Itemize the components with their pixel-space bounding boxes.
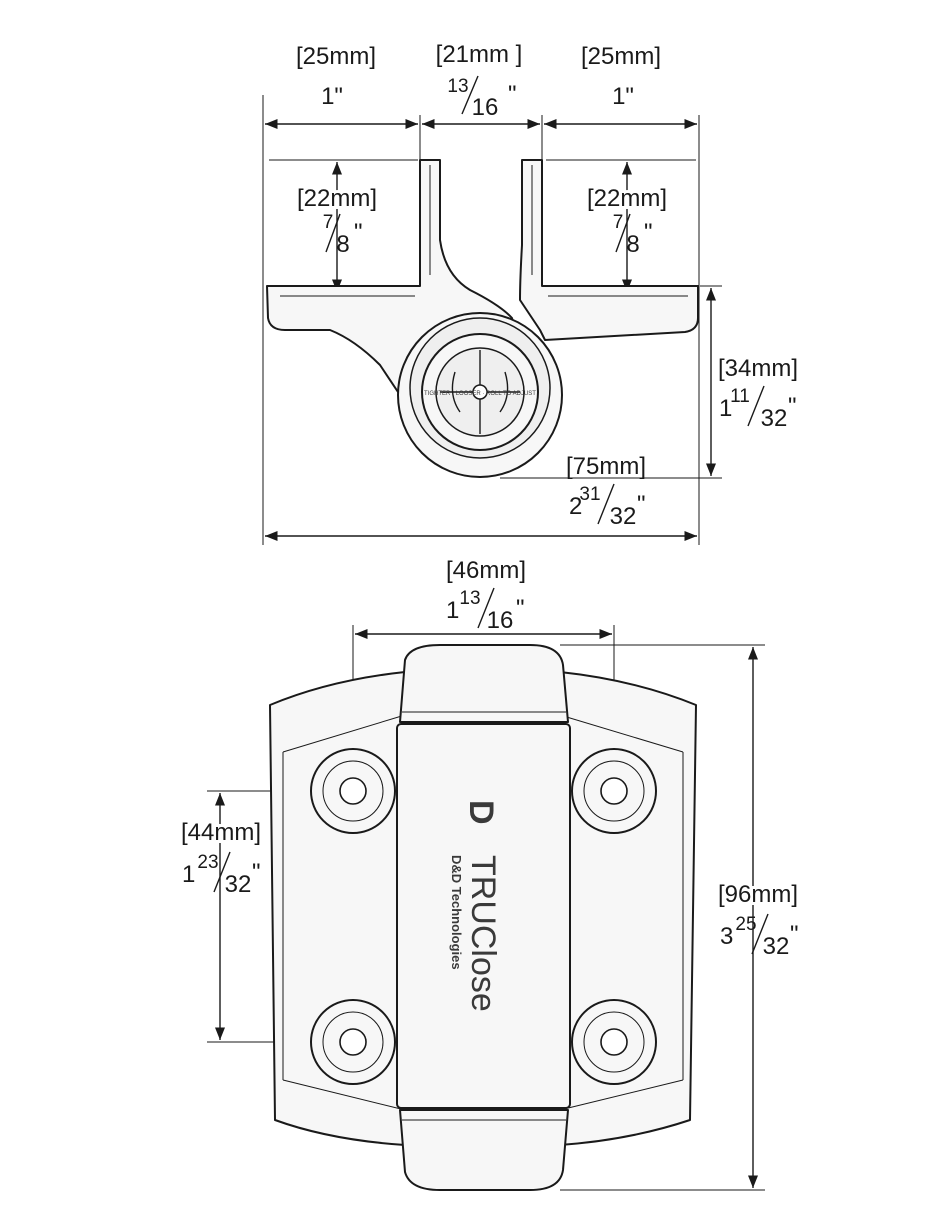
dim-right-leaf-num: 7 [613,212,624,233]
dim-left-leaf-den: 8 [336,231,349,258]
dim-overall-width-unit: " [637,491,646,518]
dim-body-depth-unit: " [788,393,797,420]
dim-hole-v-num: 23 [197,852,218,873]
dim-top-left-mm: [25mm] [296,43,376,70]
dim-body-depth-whole: 1 [719,395,732,422]
dim-left-leaf-unit: " [354,219,363,246]
brand-logo-mark: D [462,800,500,825]
dim-top-left-inch: 1" [321,83,343,110]
dim-hole-v-mm: [44mm] [181,819,261,846]
dim-overall-width-mm: [75mm] [566,453,646,480]
top-view: TIGHTER · LOOSER · ROLL TO ADJUST [262,95,722,545]
dim-hole-h-unit: " [516,595,525,622]
dim-body-depth-num: 11 [730,386,750,407]
dim-left-leaf-mm: [22mm] [297,185,377,212]
dim-top-center-den: 16 [472,94,499,121]
hinge-front-body: D TRUClose D&D Technologies [269,644,697,1191]
dim-top-center-inch: 13 16 " [447,75,517,121]
dim-hole-v-den: 32 [225,871,252,898]
dim-body-depth-inch: 1 11 32 " [719,385,797,432]
dim-hole-h-den: 16 [487,607,514,634]
dim-top-center-mm: [21mm ] [436,41,523,68]
dim-hole-h-num: 13 [459,588,480,609]
branding: D TRUClose D&D Technologies [449,800,502,1012]
dim-right-leaf-inch: 7 8 " [613,212,653,258]
screw-hole-bottom-right [571,999,657,1085]
dim-hole-v-inch: 1 23 32 " [182,851,261,898]
dim-hole-h-whole: 1 [446,597,459,624]
dim-overall-height-inch: 3 25 32 " [720,913,799,960]
dim-hole-h-mm: [46mm] [446,557,526,584]
dial-label: TIGHTER · LOOSER · ROLL TO ADJUST [424,391,536,397]
hinge-top-profile: TIGHTER · LOOSER · ROLL TO ADJUST [266,159,699,478]
dim-left-leaf-inch: 7 8 " [323,212,363,258]
dim-overall-width-inch: 2 31 32 " [569,483,646,530]
front-view: D TRUClose D&D Technologies [207,625,765,1191]
brand-maker-name: D&D Technologies [449,855,464,970]
dim-hole-v-unit: " [252,859,261,886]
dim-overall-height-whole: 3 [720,923,733,950]
adjust-dial: TIGHTER · LOOSER · ROLL TO ADJUST [424,350,536,434]
screw-hole-top-right [571,748,657,834]
screw-hole-bottom-left [310,999,396,1085]
dim-hole-v-whole: 1 [182,861,195,888]
dim-body-depth-mm: [34mm] [718,355,798,382]
dim-overall-height-unit: " [790,921,799,948]
dim-overall-height-den: 32 [763,933,790,960]
dim-right-leaf-mm: [22mm] [587,185,667,212]
dim-hole-h-inch: 1 13 16 " [446,587,525,634]
dim-right-leaf-den: 8 [626,231,639,258]
dim-overall-width-den: 32 [610,503,637,530]
screw-hole-top-left [310,748,396,834]
dim-top-center-unit: " [508,81,517,108]
dim-overall-height-mm: [96mm] [718,881,798,908]
dim-top-right-inch: 1" [612,83,634,110]
dim-overall-width-num: 31 [579,484,600,505]
dim-top-right-mm: [25mm] [581,43,661,70]
dim-body-depth-den: 32 [761,405,788,432]
dim-overall-height-num: 25 [735,914,756,935]
brand-product-name: TRUClose [464,855,502,1012]
dim-overall-width-whole: 2 [569,493,582,520]
dim-left-leaf-num: 7 [323,212,334,233]
dim-top-center-num: 13 [447,76,468,97]
dim-right-leaf-unit: " [644,219,653,246]
